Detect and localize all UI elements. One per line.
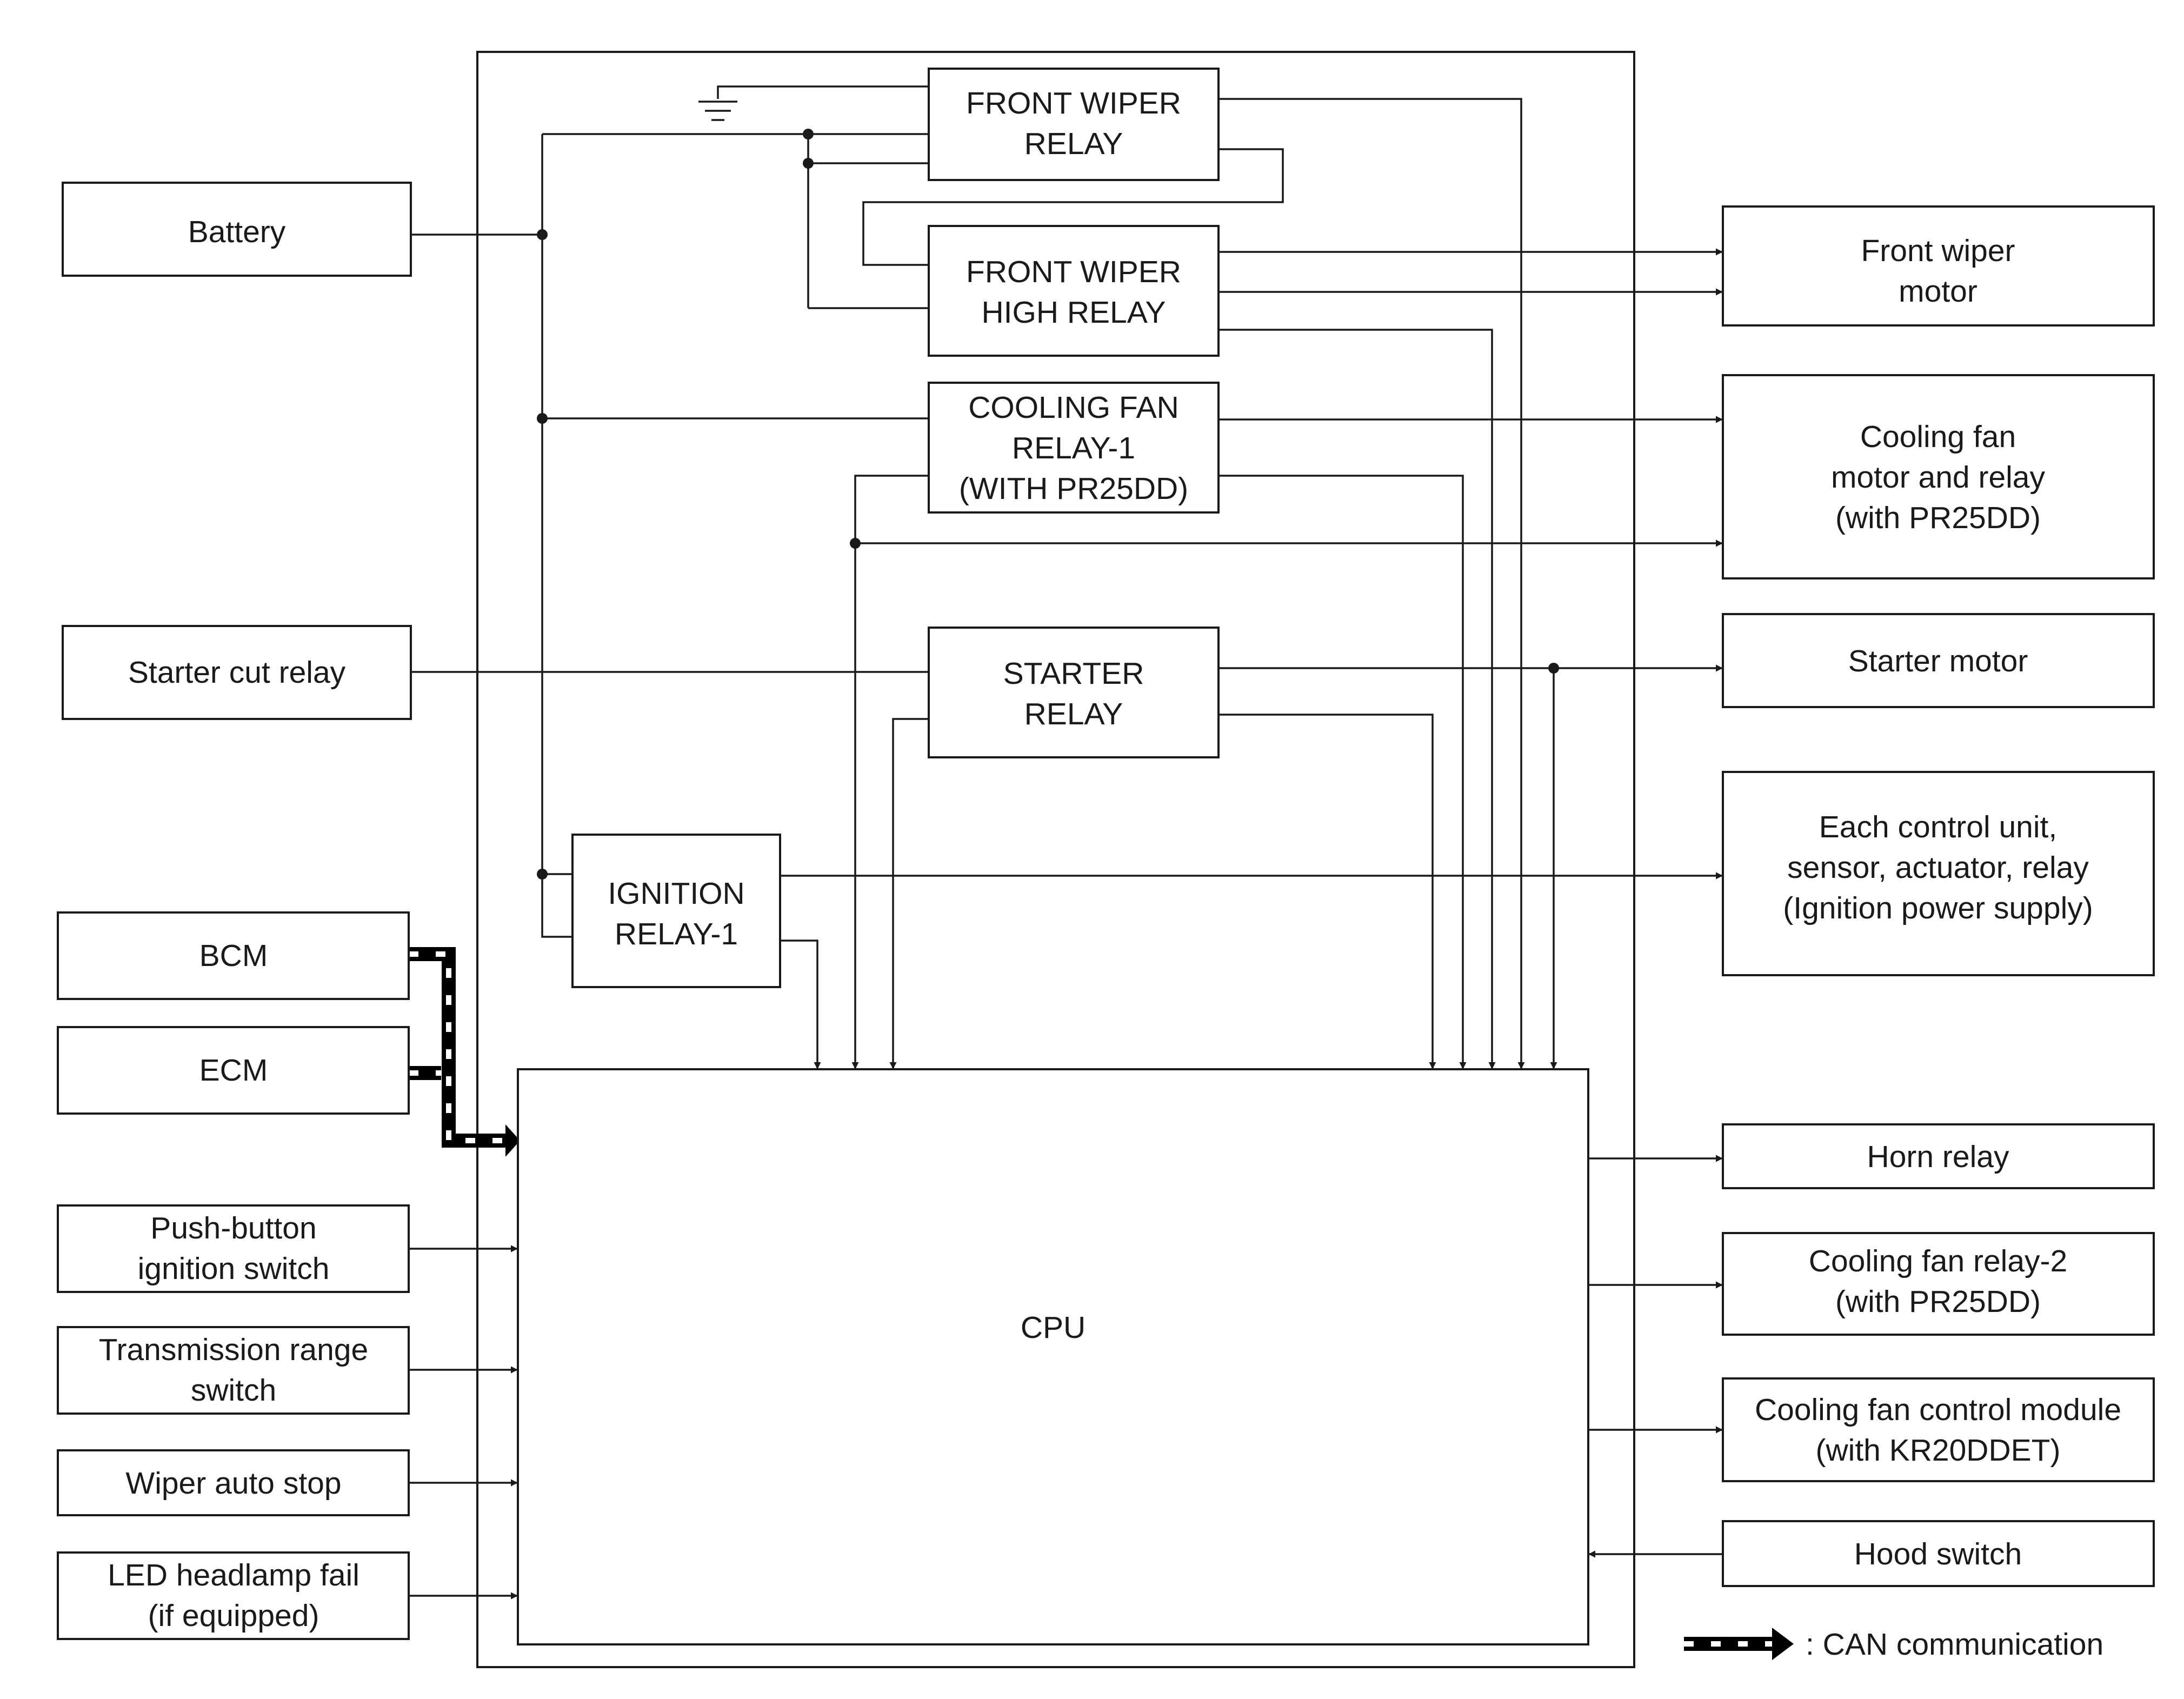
cpu-box: CPU — [517, 1068, 1589, 1645]
push-button-ignition-switch-label-line1: Push-button — [150, 1211, 316, 1245]
cooling-fan-relay-2-label-line1: Cooling fan relay-2 — [1809, 1244, 2067, 1278]
battery-box: Battery — [62, 182, 412, 277]
cooling-fan-motor-and-relay-box: Cooling fan motor and relay (with PR25DD… — [1722, 374, 2155, 579]
front-wiper-motor-label-line2: motor — [1899, 274, 1977, 309]
cooling-fan-relay-1-label-line1: COOLING FAN — [968, 390, 1179, 425]
horn-relay-box: Horn relay — [1722, 1123, 2155, 1189]
front-wiper-high-relay-box: FRONT WIPER HIGH RELAY — [928, 225, 1220, 357]
can-bus-line — [409, 947, 520, 1157]
cooling-fan-relay-1-label-line2: RELAY-1 — [1012, 431, 1135, 465]
starter-relay-label-line1: STARTER — [1003, 656, 1144, 691]
each-control-unit-label-line3: (Ignition power supply) — [1783, 891, 2093, 925]
cooling-fan-relay-2-label-line2: (with PR25DD) — [1835, 1284, 2041, 1319]
cooling-fan-relay-2-box: Cooling fan relay-2 (with PR25DD) — [1722, 1232, 2155, 1336]
legend: : CAN communication — [1684, 1627, 2103, 1662]
bcm-box: BCM — [57, 911, 410, 1000]
transmission-range-switch-label-line1: Transmission range — [99, 1332, 368, 1367]
wiper-auto-stop-box: Wiper auto stop — [57, 1449, 410, 1516]
front-wiper-relay-box: FRONT WIPER RELAY — [928, 68, 1220, 181]
front-wiper-motor-box: Front wiper motor — [1722, 205, 2155, 327]
ignition-relay-1-box: IGNITION RELAY-1 — [571, 834, 781, 988]
ground-icon — [698, 85, 929, 121]
wiring — [409, 85, 1723, 1600]
battery-bus — [541, 134, 572, 938]
cooling-fan-relay-1-label-line3: (WITH PR25DD) — [959, 471, 1188, 506]
starter-relay-box: STARTER RELAY — [928, 627, 1220, 758]
cooling-fan-motor-label-line2: motor and relay — [1831, 460, 2046, 495]
hood-switch-box: Hood switch — [1722, 1520, 2155, 1587]
cooling-fan-control-module-box: Cooling fan control module (with KR20DDE… — [1722, 1377, 2155, 1482]
ipdm-module-frame — [476, 51, 1635, 1668]
front-wiper-motor-label-line1: Front wiper — [1861, 234, 2015, 268]
front-wiper-relay-label-line2: RELAY — [1024, 126, 1123, 161]
each-control-unit-label-line2: sensor, actuator, relay — [1787, 850, 2089, 885]
cooling-fan-control-module-label-line1: Cooling fan control module — [1755, 1392, 2121, 1427]
bcm-label: BCM — [199, 938, 268, 973]
hood-switch-label: Hood switch — [1854, 1537, 2022, 1571]
junction-dots — [537, 129, 1559, 880]
transmission-range-switch-label-line2: switch — [191, 1373, 276, 1408]
can-legend-arrow-icon — [1684, 1628, 1794, 1660]
front-wiper-high-relay-label-line2: HIGH RELAY — [981, 295, 1166, 330]
front-wiper-relay-label-line1: FRONT WIPER — [966, 86, 1181, 121]
starter-relay-label-line2: RELAY — [1024, 697, 1123, 731]
front-wiper-high-relay-label-line1: FRONT WIPER — [966, 255, 1181, 289]
cooling-fan-control-module-label-line2: (with KR20DDET) — [1816, 1433, 2061, 1468]
led-headlamp-fail-label-line2: (if equipped) — [148, 1598, 319, 1633]
each-control-unit-box: Each control unit, sensor, actuator, rel… — [1722, 771, 2155, 976]
starter-cut-relay-label: Starter cut relay — [128, 655, 346, 690]
transmission-range-switch-box: Transmission range switch — [57, 1326, 410, 1415]
each-control-unit-label-line1: Each control unit, — [1819, 810, 2057, 844]
push-button-ignition-switch-label-line2: ignition switch — [138, 1251, 330, 1286]
starter-motor-label: Starter motor — [1848, 644, 2028, 678]
cooling-fan-motor-label-line3: (with PR25DD) — [1835, 501, 2041, 535]
battery-label: Battery — [188, 215, 286, 249]
cpu-label: CPU — [1021, 1310, 1086, 1345]
ignition-relay-1-label-line2: RELAY-1 — [615, 917, 738, 951]
led-headlamp-fail-box: LED headlamp fail (if equipped) — [57, 1551, 410, 1640]
can-legend-label: : CAN communication — [1806, 1627, 2103, 1662]
cooling-fan-motor-label-line1: Cooling fan — [1860, 419, 2016, 454]
horn-relay-label: Horn relay — [1867, 1140, 2009, 1174]
starter-cut-relay-box: Starter cut relay — [62, 625, 412, 720]
starter-motor-box: Starter motor — [1722, 613, 2155, 708]
led-headlamp-fail-label-line1: LED headlamp fail — [108, 1558, 359, 1593]
ignition-relay-1-label-line1: IGNITION — [608, 876, 744, 911]
ecm-label: ECM — [199, 1053, 268, 1088]
push-button-ignition-switch-box: Push-button ignition switch — [57, 1204, 410, 1293]
ecm-box: ECM — [57, 1026, 410, 1115]
wiper-auto-stop-label: Wiper auto stop — [125, 1466, 341, 1501]
cooling-fan-relay-1-box: COOLING FAN RELAY-1 (WITH PR25DD) — [928, 382, 1220, 514]
